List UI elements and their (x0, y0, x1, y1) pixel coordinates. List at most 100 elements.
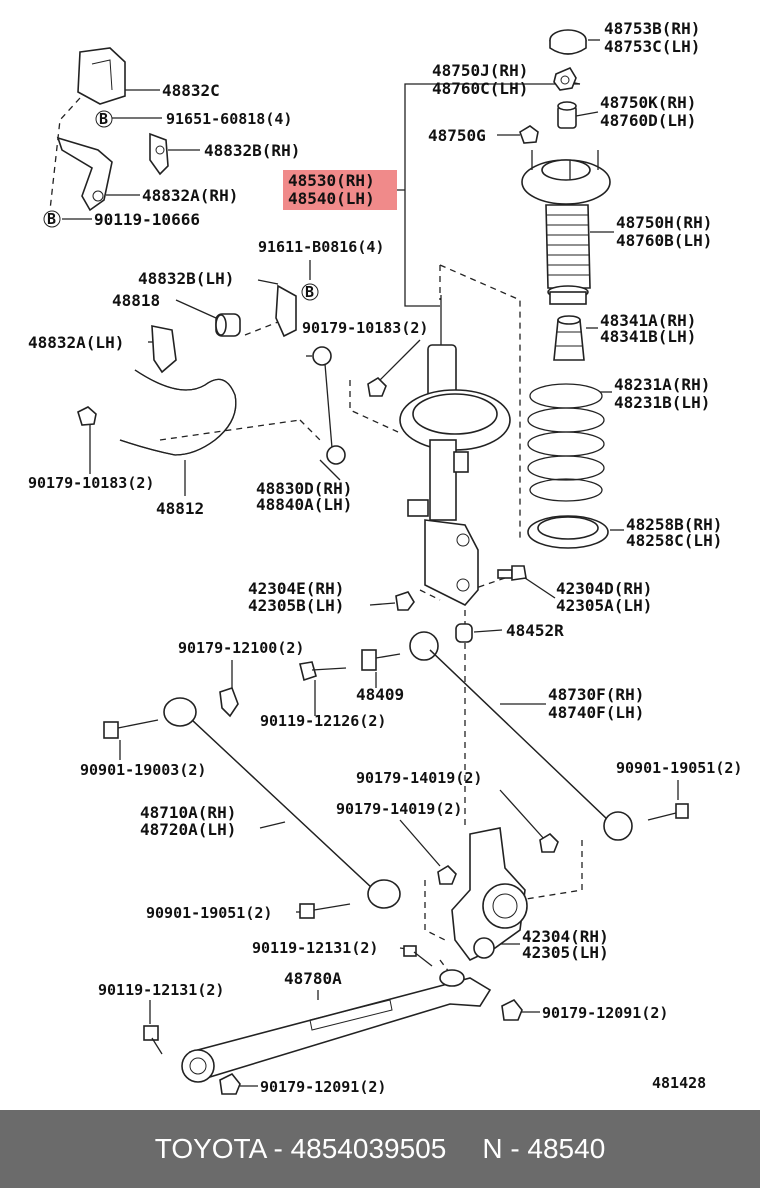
trailing-arm-48780a (181, 969, 492, 1083)
nut-42304e (395, 591, 415, 611)
label-48409[interactable]: 48409 (356, 685, 404, 704)
label-48231b[interactable]: 48231B(LH) (614, 393, 710, 412)
label-48750h[interactable]: 48750H(RH) (616, 213, 712, 232)
label-48720a[interactable]: 48720A(LH) (140, 820, 236, 839)
label-48780a[interactable]: 48780A (284, 969, 342, 988)
bracket-48832b-rh (149, 132, 169, 176)
rear-axle-carrier (451, 827, 528, 962)
bolt-42304d (497, 565, 527, 581)
label-48750k[interactable]: 48750K(RH) (600, 93, 696, 112)
bolt-90901-19003 (103, 719, 159, 739)
label-90119-12126[interactable]: 90119-12126(2) (260, 712, 386, 730)
bracket-48832a-rh (56, 136, 113, 212)
b-marker-3: B (301, 283, 319, 301)
bolt-90901-19051-right (647, 803, 689, 821)
footer-brand-part: TOYOTA - 4854039505 (154, 1133, 447, 1164)
label-48258c[interactable]: 48258C(LH) (626, 531, 722, 550)
footer-ref: N - 48540 (482, 1133, 606, 1164)
label-48750g[interactable]: 48750G (428, 126, 486, 145)
nut-90179-12091-lower (219, 1072, 241, 1095)
label-48760b[interactable]: 48760B(LH) (616, 231, 712, 250)
bracket-48832c (77, 47, 126, 105)
label-90179-12091-a[interactable]: 90179-12091(2) (542, 1004, 668, 1022)
label-48812[interactable]: 48812 (156, 499, 204, 518)
label-48258b[interactable]: 48258B(RH) (626, 515, 722, 534)
nut-90179-12091-right (501, 998, 523, 1021)
label-48730f[interactable]: 48730F(RH) (548, 685, 644, 704)
label-42304[interactable]: 42304(RH) (522, 927, 609, 946)
label-48231a[interactable]: 48231A(RH) (614, 375, 710, 394)
label-48832a-rh[interactable]: 48832A(RH) (142, 186, 238, 205)
label-48753b[interactable]: 48753B(RH) (604, 19, 700, 38)
label-48710a[interactable]: 48710A(RH) (140, 803, 236, 822)
label-42305[interactable]: 42305(LH) (522, 943, 609, 962)
spring-insulator (527, 515, 609, 549)
label-90179-14019-a[interactable]: 90179-14019(2) (356, 769, 482, 787)
clip-90179-12100 (219, 686, 239, 718)
label-42304e[interactable]: 42304E(RH) (248, 579, 344, 598)
label-48341b[interactable]: 48341B(LH) (600, 327, 696, 346)
label-48818[interactable]: 48818 (112, 291, 160, 310)
label-48341a[interactable]: 48341A(RH) (600, 311, 696, 330)
cam-48409 (361, 649, 401, 671)
label-90119-12131-a[interactable]: 90119-12131(2) (252, 939, 378, 957)
b-marker-text: B (47, 210, 56, 228)
label-90901-19051-a[interactable]: 90901-19051(2) (616, 759, 742, 777)
nut-90179-14019-right (539, 832, 559, 853)
nut-90179-14019-left (437, 864, 457, 885)
label-90179-10183-a[interactable]: 90179-10183(2) (302, 319, 428, 337)
b-marker-text: B (99, 110, 108, 128)
figure-code: 481428 (652, 1074, 706, 1092)
label-48832c[interactable]: 48832C (162, 81, 220, 100)
label-48840a[interactable]: 48840A(LH) (256, 495, 352, 514)
bolt-90901-19051-left (299, 903, 351, 919)
label-42305b[interactable]: 42305B(LH) (248, 596, 344, 615)
label-91611[interactable]: 91611-B0816(4) (258, 238, 384, 256)
dust-boot (545, 204, 591, 305)
nut-48750g (519, 125, 539, 144)
label-48753c[interactable]: 48753C(LH) (604, 37, 700, 56)
parts-diagram: B B B 48753B(RH) 48753C(LH) 48750J(RH) 4… (28, 19, 742, 1096)
stabilizer-link (306, 346, 387, 465)
label-48740f[interactable]: 48740F(LH) (548, 703, 644, 722)
label-48750j[interactable]: 48750J(RH) (432, 61, 528, 80)
bump-stopper (553, 315, 585, 361)
shock-absorber (399, 295, 511, 606)
label-48832b-lh[interactable]: 48832B(LH) (138, 269, 234, 288)
label-48452r[interactable]: 48452R (506, 621, 564, 640)
label-48530[interactable]: 48530(RH) (288, 171, 375, 190)
label-90119-12131-b[interactable]: 90119-12131(2) (98, 981, 224, 999)
b-marker-1: B (95, 110, 113, 128)
label-42304d[interactable]: 42304D(RH) (556, 579, 652, 598)
label-90901-19051-b[interactable]: 90901-19051(2) (146, 904, 272, 922)
label-90119-10666[interactable]: 90119-10666 (94, 210, 200, 229)
label-48830d[interactable]: 48830D(RH) (256, 479, 352, 498)
highlight-box (283, 170, 397, 210)
label-90901-19003[interactable]: 90901-19003(2) (80, 761, 206, 779)
bracket-48832a-lh (151, 325, 177, 374)
label-48832b-rh[interactable]: 48832B(RH) (204, 141, 300, 160)
label-90179-14019-b[interactable]: 90179-14019(2) (336, 800, 462, 818)
bolt-90119-12131-upper (403, 945, 433, 967)
bolt-90119-12131-lower (143, 1025, 163, 1055)
arm-48710a (163, 697, 401, 909)
b-marker-text: B (305, 283, 314, 301)
bracket-48832b-lh (275, 284, 297, 338)
label-90179-12100[interactable]: 90179-12100(2) (178, 639, 304, 657)
upper-bushing (557, 101, 577, 129)
nut-90179-10183-left (77, 406, 97, 426)
bolt-90119-12126 (299, 661, 347, 682)
label-90179-10183-b[interactable]: 90179-10183(2) (28, 474, 154, 492)
label-48832a-lh[interactable]: 48832A(LH) (28, 333, 124, 352)
upper-cap (549, 29, 587, 55)
label-48760c[interactable]: 48760C(LH) (432, 79, 528, 98)
label-91651[interactable]: 91651-60818(4) (166, 110, 292, 128)
bushing-48818 (215, 313, 241, 337)
label-48760d[interactable]: 48760D(LH) (600, 111, 696, 130)
arm-48730f (409, 631, 633, 841)
footer-bar: TOYOTA - 4854039505 N - 48540 (0, 1110, 760, 1188)
label-48540[interactable]: 48540(LH) (288, 189, 375, 208)
upper-nut (553, 66, 577, 91)
label-42305a[interactable]: 42305A(LH) (556, 596, 652, 615)
label-90179-12091-b[interactable]: 90179-12091(2) (260, 1078, 386, 1096)
